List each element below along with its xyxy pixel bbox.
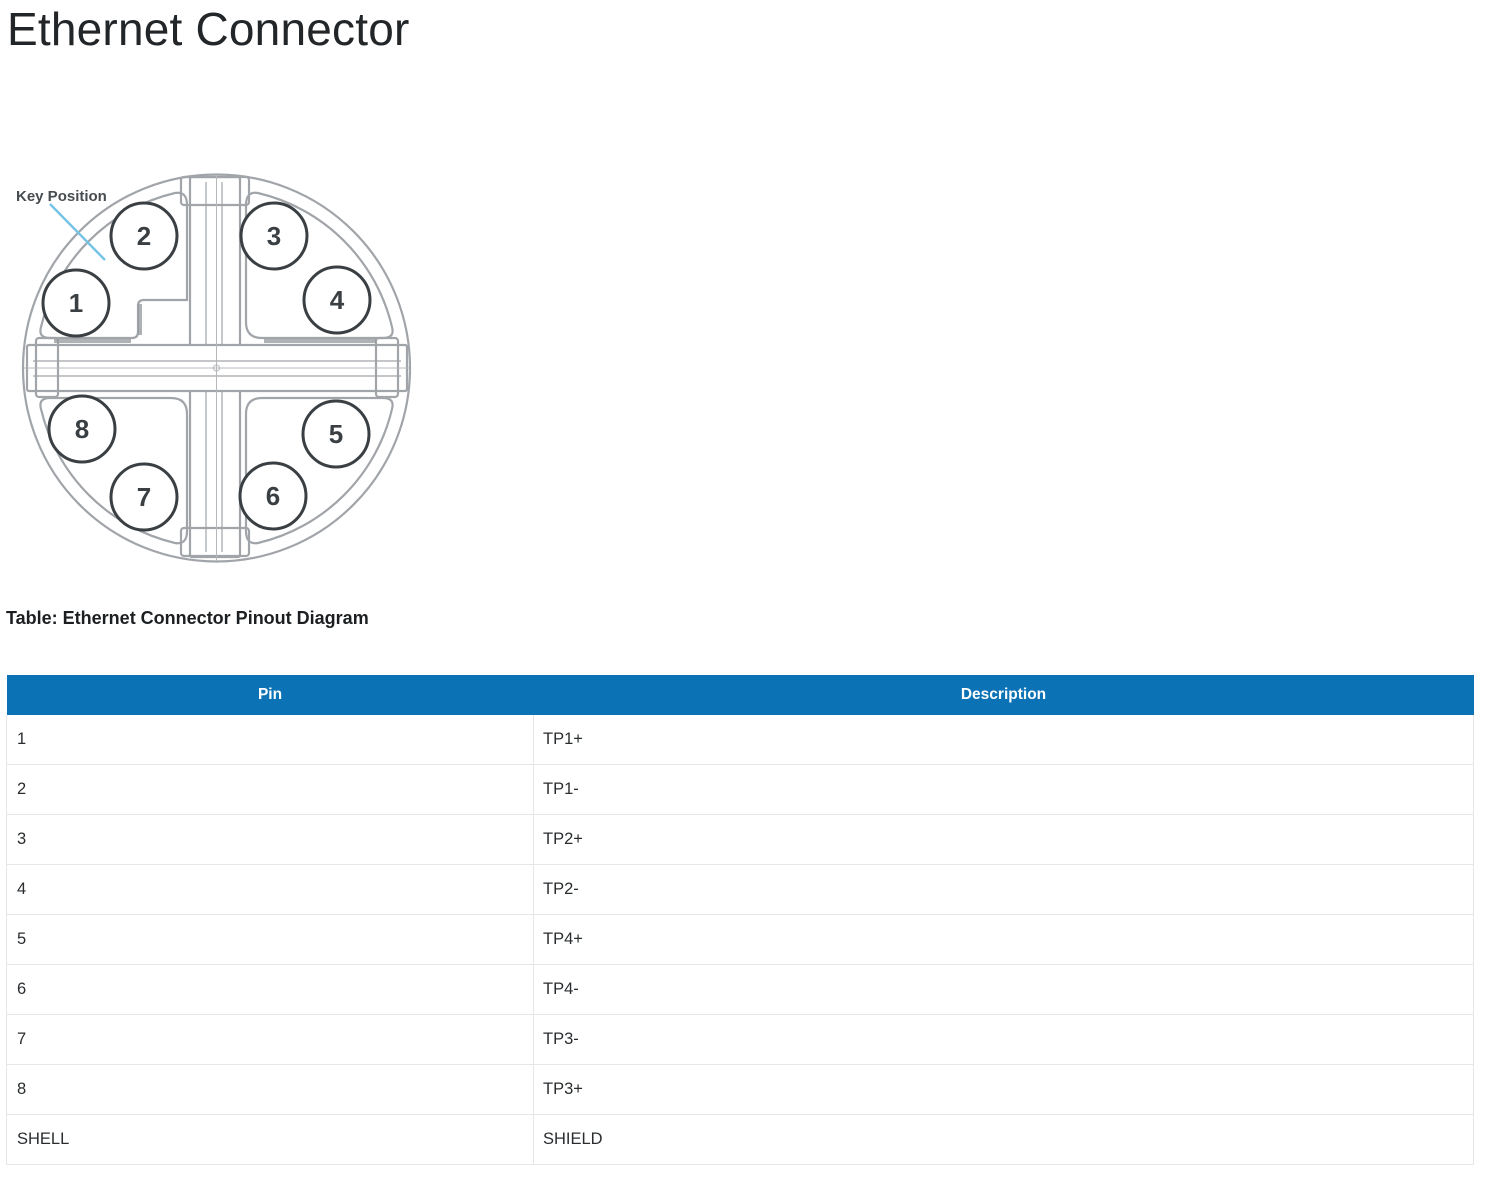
cell-pin: 3 xyxy=(6,814,534,865)
key-position-label: Key Position xyxy=(16,188,107,205)
cavity-top-left-with-key-step xyxy=(39,191,189,340)
cavity-top-right xyxy=(244,191,394,340)
key-position-leader-line xyxy=(49,203,106,261)
pin-circle-8 xyxy=(47,394,117,464)
cell-description: TP3- xyxy=(533,1014,1474,1065)
connector-diagram: 1 2 3 4 5 6 7 8 Key Position xyxy=(0,160,440,572)
pin-number-8: 8 xyxy=(75,414,89,444)
page-title: Ethernet Connector xyxy=(7,3,410,55)
cavity-bottom-right xyxy=(244,396,394,545)
pin-circle-5 xyxy=(301,399,371,469)
cell-pin: 2 xyxy=(6,764,534,815)
cell-description: TP4- xyxy=(533,964,1474,1015)
shadow-accents xyxy=(54,304,376,343)
pin-number-3: 3 xyxy=(267,221,281,251)
pins-group: 1 2 3 4 5 6 7 8 xyxy=(41,201,372,532)
pin-circle-7 xyxy=(109,462,179,532)
pin-number-4: 4 xyxy=(330,285,345,315)
pin-number-1: 1 xyxy=(69,288,83,318)
connector-pinout-svg: 1 2 3 4 5 6 7 8 Key Position xyxy=(16,173,412,563)
center-point xyxy=(213,364,220,372)
pin-number-5: 5 xyxy=(329,419,343,449)
pin-number-2: 2 xyxy=(137,221,151,251)
cell-pin: 6 xyxy=(6,964,534,1015)
cell-description: TP3+ xyxy=(533,1064,1474,1115)
cell-description: TP2- xyxy=(533,864,1474,915)
pin-circle-4 xyxy=(302,265,372,335)
table-header-row: Pin Description xyxy=(6,675,1474,715)
cell-pin: 5 xyxy=(6,914,534,965)
pin-number-6: 6 xyxy=(266,481,280,511)
cell-pin: 4 xyxy=(6,864,534,915)
cell-pin: 1 xyxy=(6,715,534,765)
cell-description: SHIELD xyxy=(533,1114,1474,1165)
cell-pin: 8 xyxy=(6,1064,534,1115)
column-header-pin: Pin xyxy=(6,675,534,715)
connector-outer-shell xyxy=(21,173,412,563)
pin-number-7: 7 xyxy=(137,482,151,512)
pin-circle-6 xyxy=(238,461,308,531)
cell-pin: SHELL xyxy=(6,1114,534,1165)
cavity-bottom-left xyxy=(39,396,189,545)
pin-circle-1 xyxy=(41,268,111,338)
cell-pin: 7 xyxy=(6,1014,534,1065)
cell-description: TP1- xyxy=(533,764,1474,815)
pin-circle-2 xyxy=(109,201,179,271)
cell-description: TP4+ xyxy=(533,914,1474,965)
table-caption: Table: Ethernet Connector Pinout Diagram xyxy=(6,608,369,628)
column-header-description: Description xyxy=(533,675,1474,715)
cell-description: TP1+ xyxy=(533,715,1474,765)
cell-description: TP2+ xyxy=(533,814,1474,865)
pin-circle-3 xyxy=(239,201,309,271)
